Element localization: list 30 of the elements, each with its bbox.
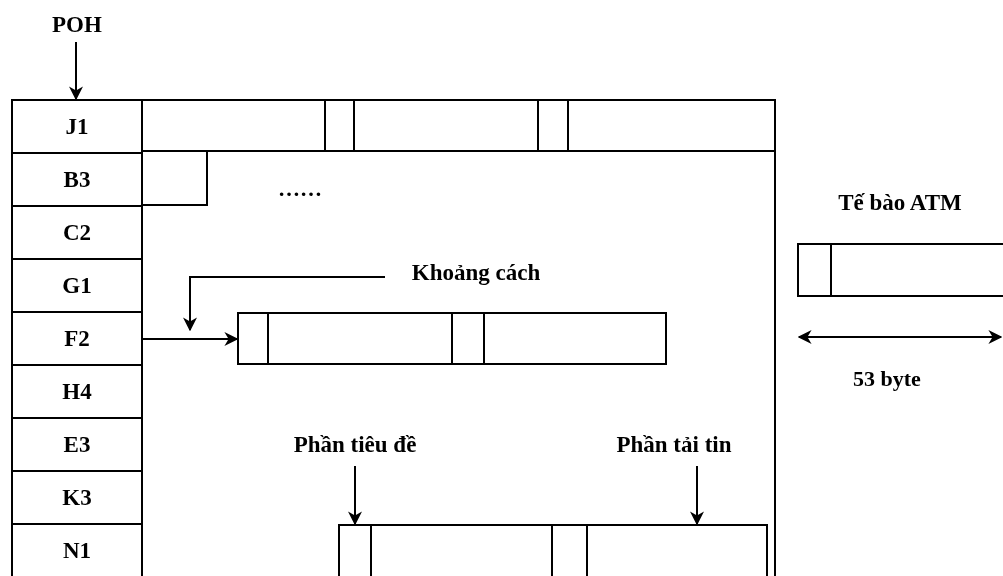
cell-title: Tế bào ATM <box>838 190 962 216</box>
row-label: J1 <box>65 113 89 140</box>
row-label: H4 <box>62 378 92 405</box>
row-label: K3 <box>62 484 92 511</box>
row-label: C2 <box>62 219 92 246</box>
text-label: Phần tiêu đề <box>293 432 417 458</box>
row-label: G1 <box>62 272 92 299</box>
arrow <box>348 465 362 526</box>
text-label: Phần tải tin <box>616 432 732 458</box>
row-cell <box>11 470 143 525</box>
row-cell <box>11 311 143 366</box>
dimension-label: 53 byte <box>853 366 921 392</box>
ellipsis: …… <box>278 176 322 202</box>
text-label: Khoảng cách <box>411 260 541 286</box>
row-cell <box>11 258 143 313</box>
arrow <box>690 465 704 526</box>
row-cell <box>11 205 143 260</box>
row-cell <box>11 417 143 472</box>
row-cell <box>11 152 143 207</box>
arrow <box>69 41 83 101</box>
arrow <box>142 332 239 346</box>
leader-arrow <box>183 276 386 332</box>
text-label: POH <box>52 12 102 38</box>
row-label: E3 <box>63 431 91 458</box>
row-cell <box>11 99 143 154</box>
row-label: F2 <box>64 325 90 352</box>
row-cell <box>11 523 143 576</box>
row-label: B3 <box>63 166 91 193</box>
row-cell <box>11 364 143 419</box>
row-label: N1 <box>62 537 92 564</box>
